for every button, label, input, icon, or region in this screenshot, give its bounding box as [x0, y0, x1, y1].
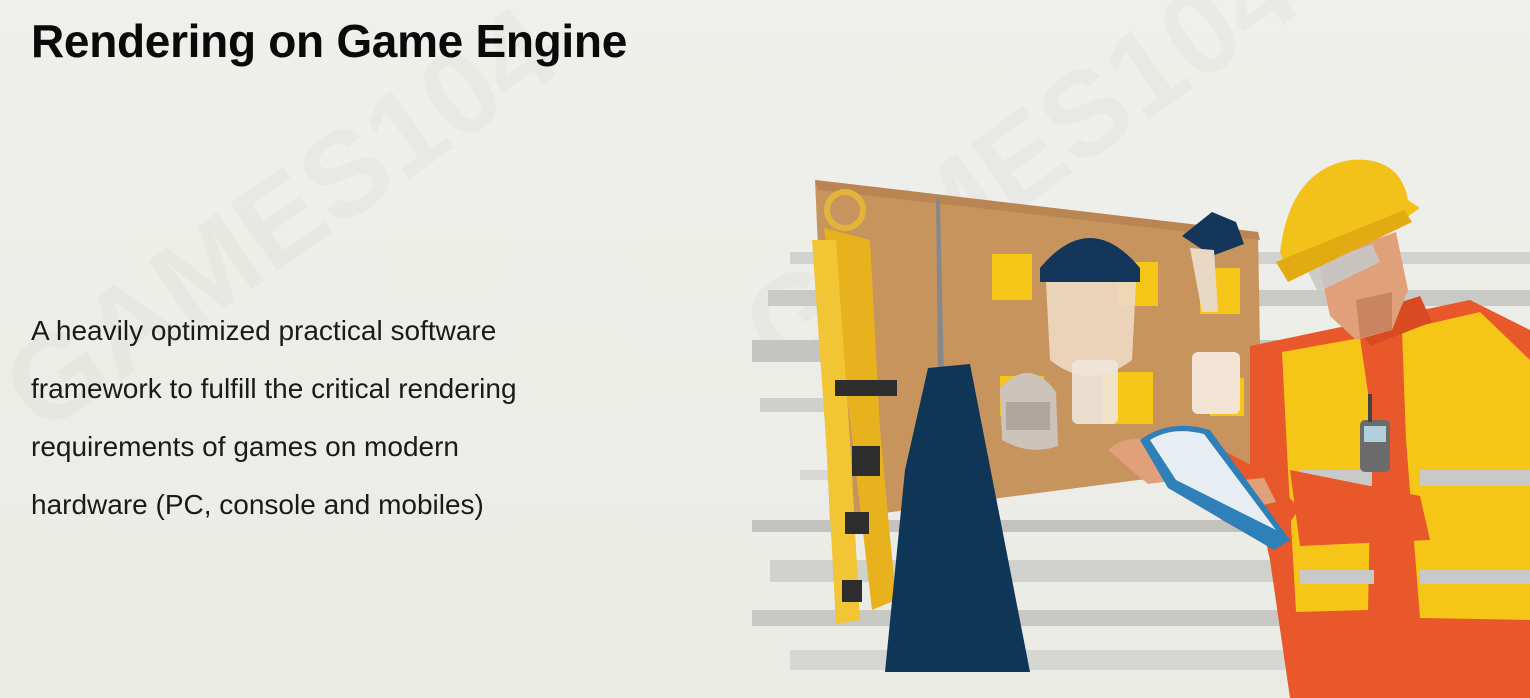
body-line: A heavily optimized practical software: [31, 315, 497, 346]
body-line: requirements of games on modern: [31, 431, 459, 462]
body-line: framework to fulfill the critical render…: [31, 373, 517, 404]
worker-figure: [1108, 159, 1530, 698]
slide-title: Rendering on Game Engine: [31, 15, 627, 67]
hook-icon: [936, 198, 944, 380]
safety-harness-icon: [812, 189, 897, 624]
safety-glasses-icon: [1306, 244, 1380, 292]
face-shield-icon: [1040, 238, 1140, 424]
gloves-icon: [1182, 212, 1244, 414]
worker-illustration: [752, 159, 1530, 698]
body-line: hardware (PC, console and mobiles): [31, 489, 484, 520]
body-text: A heavily optimized practical software f…: [31, 302, 671, 534]
respirator-icon: [1000, 372, 1058, 450]
apron-icon: [885, 364, 1030, 672]
